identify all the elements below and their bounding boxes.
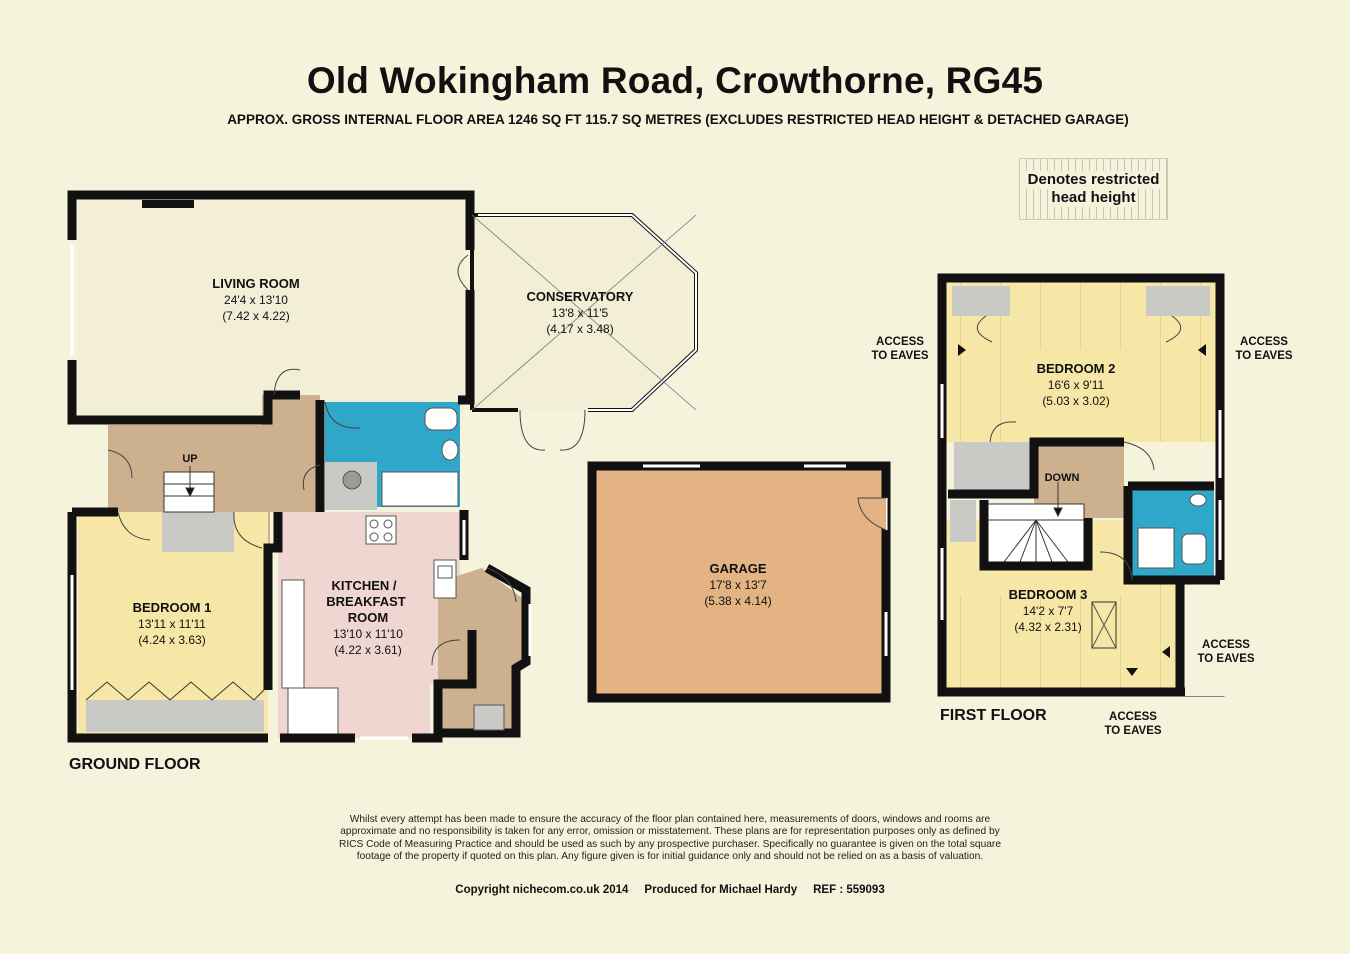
bedroom1-dim-imperial: 13'11 x 11'11: [138, 617, 206, 631]
eaves-right-line2: TO EAVES: [1235, 350, 1292, 362]
firstfloor-cupboard: [954, 442, 1032, 494]
living-room-dim-metric: (7.42 x 4.22): [222, 309, 289, 323]
bedroom2-dim-metric: (5.03 x 3.02): [1042, 394, 1109, 408]
bedroom3-dim-imperial: 14'2 x 7'7: [1023, 604, 1074, 618]
garage-plan: [587, 461, 891, 703]
eaves-left: [952, 286, 1010, 316]
bedroom3-right-area: [1132, 576, 1178, 690]
kitchen-fixtures: [365, 515, 505, 731]
ground-windows: [70, 245, 532, 740]
first-floor-notch: [1185, 580, 1225, 696]
garage-name: GARAGE: [709, 561, 766, 576]
stairs-up-label: UP: [182, 453, 197, 465]
ground-stairs: [163, 466, 215, 513]
eaves-bottom-line2: TO EAVES: [1104, 725, 1161, 737]
conservatory-window-lines: [478, 214, 697, 411]
room-labels: LIVING ROOM 24'4 x 13'10 (7.42 x 4.22) C…: [133, 276, 1293, 737]
stairs-down-label: DOWN: [1045, 472, 1080, 484]
conservatory-name: CONSERVATORY: [527, 289, 634, 304]
kitchen-worktop: [281, 579, 305, 689]
bedroom3-cupboard: [950, 500, 976, 542]
conservatory-dim-metric: (4.17 x 3.48): [546, 322, 613, 336]
ground-doors: [107, 254, 586, 666]
bedroom2-flat-area: [1016, 350, 1144, 442]
kitchen-name-line1: KITCHEN /: [332, 578, 397, 593]
living-room-dim-imperial: 24'4 x 13'10: [224, 293, 288, 307]
first-floor-label: FIRST FLOOR: [940, 707, 1047, 724]
bedroom1-wardrobe-doors: [85, 681, 265, 701]
bedroom2-name: BEDROOM 2: [1037, 361, 1116, 376]
kitchen-larder: [287, 687, 339, 735]
wardrobe-area: [86, 700, 264, 732]
eaves-right: [1146, 286, 1210, 316]
bedroom1-name: BEDROOM 1: [133, 600, 212, 615]
first-walls: [937, 273, 1225, 697]
eaves-b3-line2: TO EAVES: [1197, 653, 1254, 665]
kitchen-area: [278, 512, 472, 738]
kitchen-dim-metric: (4.22 x 3.61): [334, 643, 401, 657]
disclaimer-text: Whilst every attempt has been made to en…: [338, 814, 1001, 863]
eaves-left-line1: ACCESS: [876, 336, 924, 348]
garage-area: [596, 470, 882, 694]
eaves-b3-line1: ACCESS: [1202, 639, 1250, 651]
legend-line-1: Denotes restricted: [1025, 171, 1162, 189]
floor-area-subtitle: APPROX. GROSS INTERNAL FLOOR AREA 1246 S…: [227, 112, 1129, 127]
eaves-bottom-line1: ACCESS: [1109, 711, 1157, 723]
bedroom2-dim-imperial: 16'6 x 9'11: [1048, 378, 1105, 392]
copyright-line: Copyright nichecom.co.uk 2014 Produced f…: [455, 884, 885, 896]
living-room-name: LIVING ROOM: [212, 276, 299, 291]
bedroom1-dim-metric: (4.24 x 3.63): [138, 633, 205, 647]
bedroom3-dim-metric: (4.32 x 2.31): [1014, 620, 1081, 634]
legend-line-2: head height: [1049, 189, 1138, 207]
kitchen-name-line3: ROOM: [348, 610, 388, 625]
utility-area: [438, 568, 522, 733]
stair-cupboard: [162, 512, 234, 552]
eaves-arrows: [958, 344, 1206, 676]
garage-dim-metric: (5.38 x 4.14): [704, 594, 771, 608]
ground-floor-plan: [67, 190, 698, 743]
kitchen-name-line2: BREAKFAST: [326, 594, 406, 609]
garage-dim-imperial: 17'8 x 13'7: [709, 578, 767, 592]
bedroom3-name: BEDROOM 3: [1009, 587, 1088, 602]
kitchen-dim-imperial: 13'10 x 11'10: [333, 627, 403, 641]
eaves-right-line1: ACCESS: [1240, 336, 1288, 348]
fireplace: [142, 200, 194, 208]
ground-floor-label: GROUND FLOOR: [69, 756, 201, 773]
conservatory-diagonals: [471, 214, 697, 411]
garage-walls: [587, 461, 891, 703]
eaves-left-line2: TO EAVES: [871, 350, 928, 362]
bathroom-fixtures: [342, 407, 459, 507]
first-fixtures: [1091, 493, 1207, 649]
first-windows: [940, 384, 1222, 620]
restricted-height-legend: Denotes restricted head height: [1019, 158, 1168, 220]
first-doors: [976, 315, 1182, 581]
first-floor-plan: [937, 273, 1225, 697]
plan-title: Old Wokingham Road, Crowthorne, RG45: [306, 60, 1044, 101]
garage-side-door: [857, 497, 887, 531]
living-room-area: [78, 200, 464, 420]
conservatory-dim-imperial: 13'8 x 11'5: [552, 306, 609, 320]
